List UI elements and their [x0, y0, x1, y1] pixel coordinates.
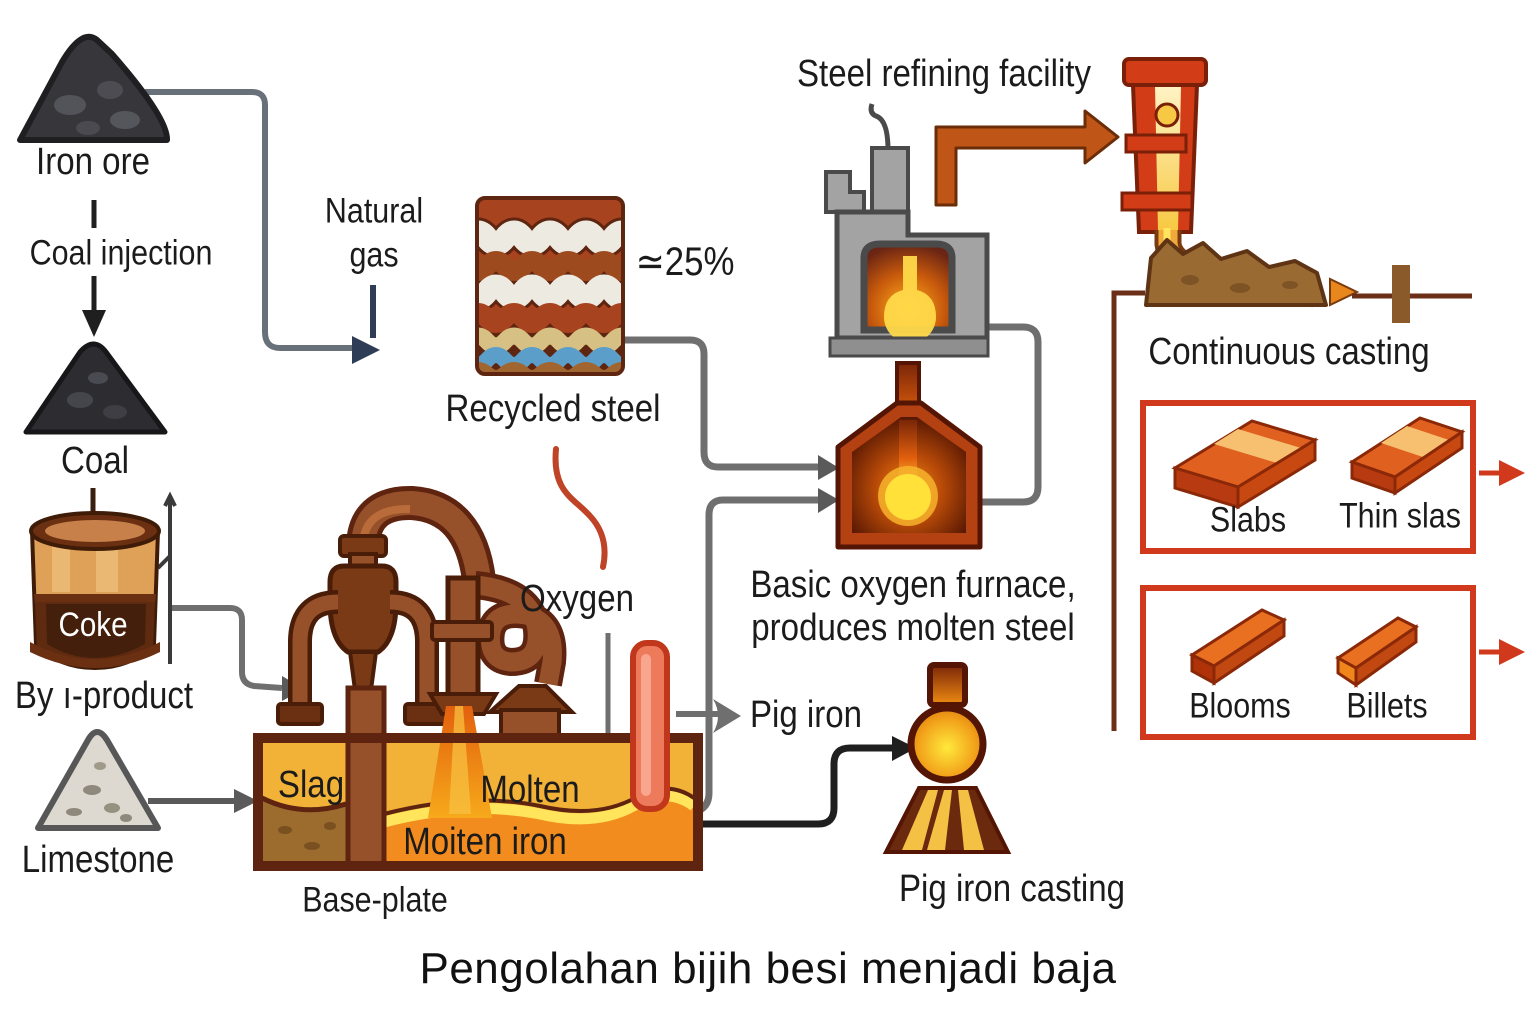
pig-iron-ladle-icon: [907, 662, 987, 784]
oxygen-lance-icon: [630, 640, 670, 812]
coal-injection-arrow: [82, 200, 106, 337]
steel-refining-facility-icon: [824, 103, 990, 358]
thin-slabs-label: Thin slas: [1339, 496, 1461, 536]
recycled-to-bof-arrow: [625, 336, 839, 480]
blooms-box: [1140, 585, 1525, 740]
pigiron-to-bof-arrow: [693, 488, 839, 816]
slabs-box: [1140, 400, 1525, 554]
molten-iron-label: Moiten iron: [403, 821, 567, 864]
pig-iron-casting-label: Pig iron casting: [898, 868, 1126, 911]
recycled-steel-bale-icon: [475, 196, 625, 376]
blooms-out-arrowhead-icon: [1499, 639, 1525, 665]
continuous-casting-label: Continuous casting: [1148, 331, 1430, 374]
billets-label: Billets: [1346, 686, 1428, 726]
pig-iron-mold-icon: [882, 786, 1012, 854]
steel-refining-label: Steel refining facility: [796, 53, 1092, 96]
billet-icon: [1335, 616, 1419, 688]
bof-label-1: Basic oxygen furnace,: [750, 564, 1076, 607]
bloom-icon: [1188, 608, 1288, 686]
coke-label: Coke: [58, 606, 128, 645]
natural-gas-label-2: gas: [349, 235, 399, 275]
recycled-percent-label: ≃25%: [635, 240, 735, 284]
furnace-to-ladle-arrow: [694, 736, 916, 828]
blooms-label: Blooms: [1189, 686, 1291, 726]
thin-slab-icon: [1348, 416, 1466, 496]
oxygen-label: Oxygen: [520, 578, 634, 621]
coal-label: Coal: [61, 440, 129, 483]
molten-label: Molten: [480, 769, 580, 812]
limestone-to-furnace-arrow: [148, 789, 258, 813]
recycled-steel-label: Recycled steel: [445, 388, 661, 431]
facility-to-casting-arrow: [934, 109, 1120, 207]
recycled-to-oxygen-line: [552, 446, 608, 570]
basic-oxygen-furnace-icon: [835, 361, 983, 550]
by-product-label: By ı-product: [14, 675, 194, 718]
limestone-label: Limestone: [21, 839, 175, 882]
slag-label: Slag: [277, 764, 345, 807]
natural-gas-arrowhead-icon: [352, 336, 380, 364]
slabs-out-arrowhead-icon: [1499, 460, 1525, 486]
furnace-trough-icon: [253, 685, 703, 871]
coke-barrel-icon: [29, 511, 161, 671]
pig-iron-label: Pig iron: [749, 694, 863, 737]
downcomer-pipe: [345, 685, 387, 869]
coal-pile-icon: [23, 341, 168, 435]
natural-gas-label-1: Natural: [324, 191, 424, 231]
bof-to-facility-line: [982, 323, 1042, 506]
coal-injection-label: Coal injection: [29, 233, 213, 273]
iron-ore-label: Iron ore: [36, 141, 150, 184]
base-plate-label: Base-plate: [302, 880, 448, 920]
bof-label-2: produces molten steel: [751, 607, 1075, 650]
flame-icon: [884, 256, 936, 343]
slab-icon: [1171, 419, 1319, 510]
limestone-pile-icon: [35, 729, 161, 831]
diagram-title: Pengolahan bijih besi menjadi baja: [419, 944, 1117, 993]
blast-furnace-icon: [276, 486, 577, 744]
iron-ore-to-gas-line: [145, 89, 380, 364]
coke-to-furnace-arrow: [156, 491, 304, 701]
roller-bar-icon: [1392, 265, 1410, 323]
slabs-label: Slabs: [1209, 500, 1287, 540]
iron-ore-pile-icon: [17, 33, 170, 143]
pig-iron-pointer: [676, 699, 741, 733]
continuous-casting-icon: [1111, 57, 1472, 731]
